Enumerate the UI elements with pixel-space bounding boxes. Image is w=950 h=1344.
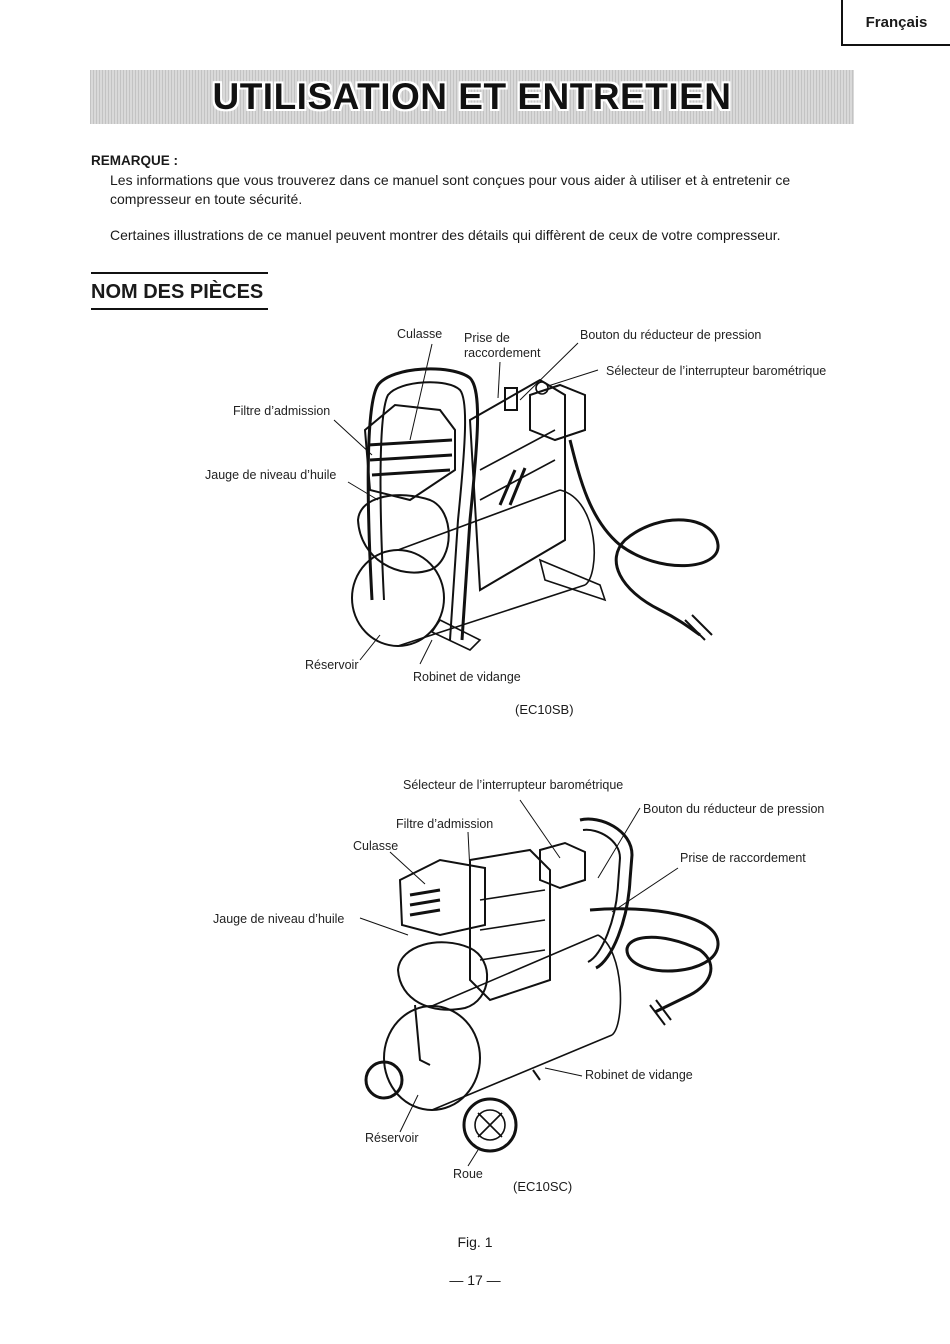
figure-label: Fig. 1 [457,1234,493,1250]
label-culasse-1: Culasse [397,327,443,341]
page-title: UTILISATION ET ENTRETIEN [212,76,732,117]
label-robinet-1: Robinet de vidange [413,670,521,684]
label-bouton-1: Bouton du réducteur de pression [580,328,762,342]
section-title: NOM DES PIÈCES [91,272,268,310]
label-jauge-1: Jauge de niveau d’huile [205,468,337,482]
label-robinet-2: Robinet de vidange [585,1068,693,1082]
label-selecteur-2: Sélecteur de l’interrupteur barométrique [403,778,624,792]
compressor-ec10sb-drawing [333,342,720,665]
language-tab: Français [841,0,950,46]
remarque-paragraph-2: Certaines illustrations de ce manuel peu… [110,227,781,243]
model-caption-ec10sc: (EC10SC) [513,1179,573,1194]
label-bouton-2: Bouton du réducteur de pression [643,802,825,816]
compressor-ec10sc-drawing [359,799,720,1167]
label-culasse-2: Culasse [353,839,399,853]
page-number: — 17 — [449,1272,501,1288]
label-jauge-2: Jauge de niveau d’huile [213,912,345,926]
label-selecteur-1: Sélecteur de l’interrupteur barométrique [606,364,827,378]
remarque-paragraph-1: Les informations que vous trouverez dans… [110,172,791,207]
label-reservoir-2: Réservoir [365,1131,419,1145]
model-caption-ec10sb: (EC10SB) [515,702,574,717]
label-prise-1: Prise de raccordement [464,331,541,360]
label-roue-2: Roue [453,1167,483,1181]
label-filtre-2: Filtre d’admission [396,817,494,831]
remarque-label: REMARQUE : [91,153,178,168]
title-banner: UTILISATION ET ENTRETIEN [90,70,854,124]
label-filtre-1: Filtre d’admission [233,404,331,418]
label-prise-2: Prise de raccordement [680,851,806,865]
label-reservoir-1: Réservoir [305,658,359,672]
